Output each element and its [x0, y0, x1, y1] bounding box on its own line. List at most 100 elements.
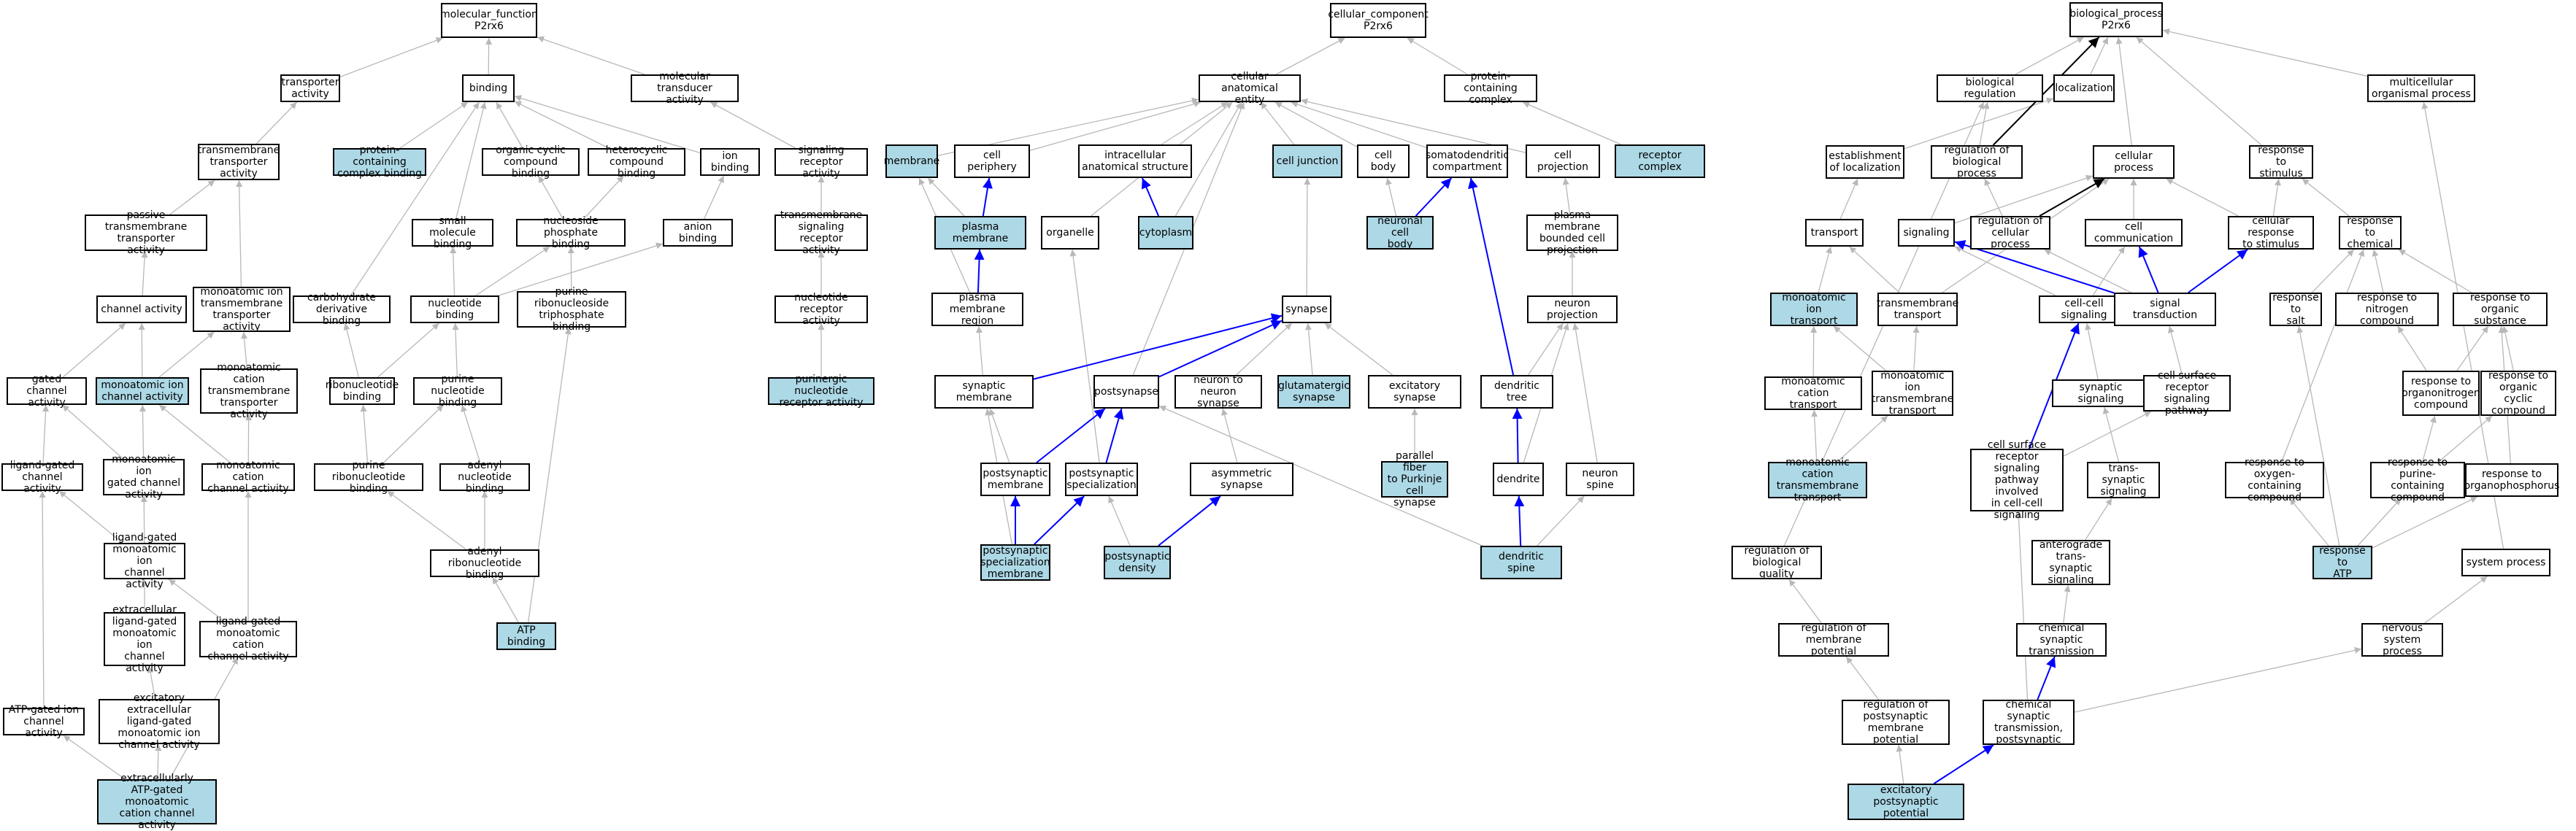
node-neuron-projection: neuron projection	[1527, 295, 1618, 323]
edge-dendritic-tree-to-somatodendritic-compartment	[1468, 177, 1515, 376]
edge-response-to-oxygen-containing-compound-to-response-to-chemical	[2281, 249, 2365, 463]
edge-plasma-membrane-region-to-plasma-membrane	[974, 249, 985, 293]
node-excitatory-extracellular-lg-channel-activity: excitatory extracellular ligand-gated mo…	[99, 692, 220, 751]
edge-dendritic-spine-to-postsynapse	[1158, 405, 1483, 546]
edge-cell-surface-receptor-signaling-pathway-to-signal-transduction	[2167, 325, 2183, 376]
edge-signal-transduction-to-cell-communication	[2138, 246, 2159, 293]
node-tm-transporter-activity: transmembrane transporter activity	[197, 144, 280, 180]
edge-neuronal-cell-body-to-cell-body	[1385, 177, 1397, 217]
node-cellular-process: cellular process	[2093, 145, 2175, 179]
edge-cytoplasm-to-intracellular-anatomical-structure	[1141, 177, 1160, 217]
edge-response-to-organonitrogen-compound-to-response-to-nitrogen-compound	[2397, 325, 2427, 371]
edge-gated-channel-activity-to-channel-activity	[62, 322, 126, 378]
edge-anterograde-trans-synaptic-signaling-to-trans-synaptic-signaling	[2085, 498, 2112, 541]
node-atp-binding: ATP binding	[496, 622, 556, 650]
edge-nucleotide-binding-to-small-molecule-binding	[450, 246, 457, 296]
node-cellular-anatomical-entity: cellular anatomical entity	[1199, 71, 1301, 106]
node-postsynapse: postsynapse	[1093, 375, 1159, 409]
node-asymmetric-synapse: asymmetric synapse	[1190, 463, 1293, 496]
edge-nucleoside-phosphate-binding-to-heterocyclic-compound-binding	[583, 175, 624, 220]
edge-response-to-organonitrogen-compound-to-response-to-organic-substance	[2456, 325, 2489, 371]
node-response-to-oxygen-containing-compound: response to oxygen-containing compound	[2225, 457, 2324, 503]
node-extracellularly-atp-gated-channel-activity: extracellularly ATP-gated monoatomic cat…	[97, 773, 217, 831]
edge-extracellularly-atp-gated-channel-activity-to-atp-gated-ion-channel-activity	[63, 735, 126, 780]
node-cc-root: cellular_component P2rx6	[1328, 3, 1429, 38]
edge-monoatomic-ion-channel-activity-to-monoatomic-ion-tm-transporter-activity	[158, 331, 215, 378]
edge-adenyl-nucleotide-binding-to-purine-nucleotide-binding	[461, 404, 481, 464]
edge-cell-body-to-cellular-anatomical-entity	[1274, 101, 1358, 147]
edge-response-to-chemical-to-response-to-stimulus	[2302, 178, 2350, 217]
edge-postsynaptic-density-to-asymmetric-synapse	[1158, 495, 1221, 546]
node-multicellular-organismal-process: multicellular organismal process	[2367, 74, 2475, 102]
edge-nucleoside-phosphate-binding-to-organic-cyclic-compound-binding	[538, 175, 564, 220]
edge-asymmetric-synapse-to-neuron-to-neuron-synapse	[1221, 408, 1238, 463]
edge-cellular-anatomical-entity-to-cc-root	[1275, 37, 1345, 75]
edge-trans-synaptic-signaling-to-synaptic-signaling	[2102, 406, 2120, 463]
node-tm-signaling-receptor-activity: transmembrane signaling receptor activit…	[774, 209, 868, 256]
edge-neuronal-cell-body-to-somatodendritic-compartment	[1415, 177, 1453, 217]
edge-monoatomic-ion-transport-to-transport	[1818, 246, 1832, 293]
node-gated-channel-activity: gated channel activity	[7, 374, 87, 409]
node-plasma-membrane-region: plasma membrane region	[931, 292, 1023, 327]
edge-csrsp-in-cell-cell-signaling-to-cell-surface-receptor-signaling-pathway	[2063, 411, 2152, 457]
edge-signaling-receptor-activity-to-molecular-transducer-activity	[710, 101, 796, 149]
node-intracellular-anatomical-structure: intracellular anatomical structure	[1078, 144, 1192, 178]
edge-somatodendritic-compartment-to-cellular-anatomical-entity	[1291, 101, 1427, 148]
edge-cytoplasm-to-cellular-anatomical-entity	[1174, 101, 1242, 217]
edge-establishment-of-localization-to-localization	[1904, 97, 2054, 150]
edge-ligand-gated-monoatomic-ion-channel-activity-to-ligand-gated-channel-activity	[58, 490, 123, 544]
edge-monoatomic-ion-tm-transporter-activity-to-tm-transporter-activity	[236, 179, 243, 287]
node-anterograde-trans-synaptic-signaling: anterograde trans-synaptic signaling	[2031, 539, 2110, 586]
node-regulation-of-cellular-process: regulation of cellular process	[1970, 215, 2050, 250]
edge-monoatomic-ion-tm-transport-to-transmembrane-transport	[1912, 325, 1920, 371]
node-dendrite: dendrite	[1493, 463, 1544, 496]
edge-regulation-of-biological-process-to-bp-root	[1992, 36, 2100, 146]
node-carbohydrate-derivative-binding: carbohydrate derivative binding	[293, 292, 391, 327]
node-postsynaptic-density: postsynaptic density	[1104, 546, 1171, 579]
node-bp-root: biological_process P2rx6	[2069, 2, 2163, 37]
node-response-to-nitrogen-compound: response to nitrogen compound	[2335, 292, 2439, 327]
node-cellular-response-to-stimulus: cellular response to stimulus	[2228, 215, 2314, 250]
node-response-to-atp: response to ATP	[2312, 545, 2372, 580]
node-heterocyclic-compound-binding: heterocyclic compound binding	[588, 144, 685, 179]
node-regulation-of-biological-quality: regulation of biological quality	[1731, 545, 1822, 580]
node-neuron-spine: neuron spine	[1566, 463, 1634, 496]
node-transmembrane-transport: transmembrane transport	[1877, 293, 1958, 326]
edge-response-to-organic-substance-to-response-to-chemical	[2398, 249, 2472, 293]
node-chemical-synaptic-transmission-postsynaptic: chemical synaptic transmission, postsyna…	[1983, 699, 2075, 746]
edge-molecular-transducer-activity-to-mf-root	[537, 36, 645, 75]
edge-monoatomic-ion-gated-channel-activity-to-monoatomic-ion-channel-activity	[139, 404, 147, 460]
edge-dendritic-tree-to-neuron-projection	[1527, 322, 1564, 376]
node-plasma-membrane-bounded-cell-projection: plasma membrane bounded cell projection	[1526, 209, 1618, 256]
edge-signal-transduction-to-cellular-response-to-stimulus	[2188, 249, 2248, 293]
node-monoatomic-ion-tm-transport: monoatomic ion transmembrane transport	[1871, 370, 1954, 417]
edge-monoatomic-cation-tm-transport-to-monoatomic-ion-tm-transport	[1837, 415, 1888, 463]
node-response-to-organophosphorus: response to organophosphorus	[2464, 463, 2559, 497]
edge-response-to-atp-to-response-to-salt	[2296, 325, 2340, 546]
node-glutamatergic-synapse: glutamatergic synapse	[1277, 375, 1350, 409]
node-small-molecule-binding: small molecule binding	[412, 215, 493, 250]
edge-dendrite-to-dendritic-tree	[1512, 408, 1523, 463]
node-cell-body: cell body	[1357, 144, 1410, 178]
edge-biological-regulation-to-bp-root	[2015, 36, 2085, 75]
node-postsynaptic-membrane: postsynaptic membrane	[980, 463, 1050, 496]
node-receptor-complex: receptor complex	[1615, 144, 1705, 178]
edge-ligand-gated-monoatomic-ion-channel-activity-to-monoatomic-ion-gated-channel-activity	[140, 495, 147, 544]
edge-nervous-system-process-to-system-process	[2424, 576, 2488, 624]
node-channel-activity: channel activity	[96, 295, 187, 323]
node-regulation-of-biological-process: regulation of biological process	[1931, 144, 2023, 179]
node-biological-regulation: biological regulation	[1937, 74, 2043, 102]
edge-adenyl-ribonucleotide-binding-to-purine-ribonucleotide-binding	[387, 490, 466, 550]
edge-cell-cell-signaling-to-signaling	[1954, 246, 2056, 296]
edge-postsynaptic-specialization-to-organelle	[1069, 249, 1100, 463]
edge-regulation-of-postsynaptic-membrane-potential-to-regulation-of-membrane-potential	[1845, 656, 1880, 700]
edge-ion-binding-to-binding	[514, 95, 701, 154]
edge-receptor-complex-to-protein-containing-complex	[1522, 101, 1621, 145]
edge-synaptic-membrane-to-synapse	[1033, 313, 1283, 380]
node-organelle: organelle	[1041, 216, 1099, 250]
node-somatodendritic-compartment: somatodendritic compartment	[1426, 144, 1509, 178]
node-monoatomic-cation-tm-transport: monoatomic cation transmembrane transpor…	[1768, 457, 1867, 503]
edge-cellular-response-to-stimulus-to-cellular-process	[2166, 178, 2239, 217]
edge-response-to-stimulus-to-bp-root	[2136, 36, 2262, 146]
